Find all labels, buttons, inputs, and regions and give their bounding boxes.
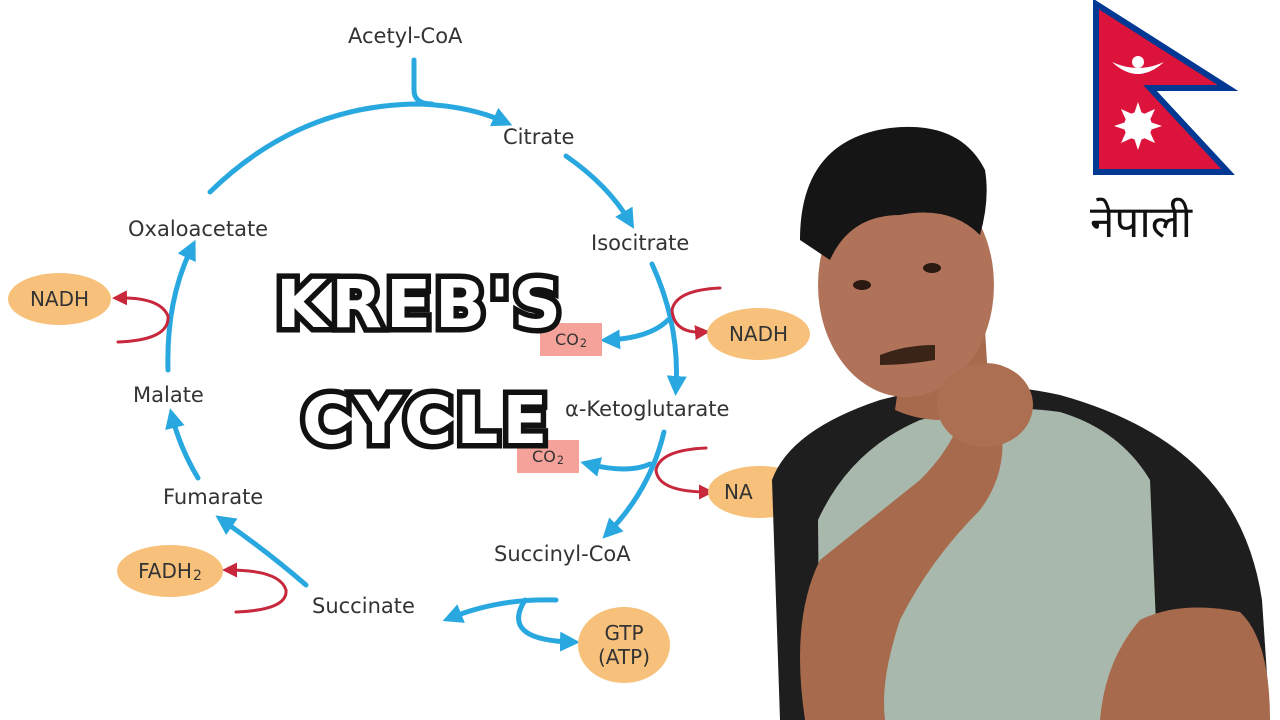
arrow-citrate-isocitrate <box>563 153 635 229</box>
product-nadh-isocitrate: NADH <box>707 308 810 360</box>
label-succinate: Succinate <box>312 594 415 618</box>
co2-box-1-base: CO <box>555 330 579 349</box>
product-atp-text: (ATP) <box>597 645 650 669</box>
side-arrow-nadh-ketoglutarate <box>654 446 714 500</box>
arrow-malate-oxaloacetate <box>165 239 196 373</box>
label-citrate: Citrate <box>503 125 575 149</box>
title-krebs: KREB'S <box>270 266 566 343</box>
title-cycle: CYCLE <box>296 382 552 459</box>
product-gtp-atp: GTP (ATP) <box>578 607 670 683</box>
nepal-flag-icon <box>1093 0 1239 175</box>
label-isocitrate: Isocitrate <box>591 231 690 255</box>
label-alpha-ketoglutarate: α-Ketoglutarate <box>565 397 730 421</box>
arrow-fumarate-malate <box>165 408 201 481</box>
co2-box-2-base: CO <box>532 447 556 466</box>
label-fumarate: Fumarate <box>163 485 264 509</box>
product-nadh-left-text: NADH <box>29 287 90 311</box>
arrow-succinate-fumarate <box>215 515 309 588</box>
language-label: नेपाली <box>1090 197 1193 248</box>
label-oxaloacetate: Oxaloacetate <box>128 217 269 241</box>
arrow-succinyl-coa-succinate <box>442 597 559 623</box>
product-fadh2-subscript: 2 <box>192 567 202 584</box>
arrow-co2-branch-1 <box>600 317 671 350</box>
co2-box-2-subscript: 2 <box>556 453 564 467</box>
arrow-ketoglutarate-succinyl-coa <box>602 429 667 539</box>
side-arrow-nadh-isocitrate <box>670 286 722 341</box>
co2-box-1-subscript: 2 <box>579 336 587 350</box>
arrow-isocitrate-ketoglutarate <box>649 261 687 396</box>
product-nadh-isocitrate-text: NADH <box>728 322 789 346</box>
label-acetyl-coa: Acetyl-CoA <box>348 24 463 48</box>
product-nadh-ketoglutarate-text: NA <box>724 480 753 504</box>
label-malate: Malate <box>133 383 204 407</box>
label-succinyl-coa: Succinyl-CoA <box>494 542 631 566</box>
product-gtp-text: GTP <box>604 621 644 645</box>
side-arrow-nadh-left <box>112 290 170 344</box>
arrow-co2-branch-2 <box>580 457 653 477</box>
product-nadh-left: NADH <box>8 273 111 325</box>
arrow-oxaloacetate-citrate <box>207 101 513 195</box>
product-fadh2-base: FADH <box>138 559 192 583</box>
side-arrow-fadh2 <box>222 562 288 614</box>
arrow-gtp-branch <box>516 597 580 652</box>
